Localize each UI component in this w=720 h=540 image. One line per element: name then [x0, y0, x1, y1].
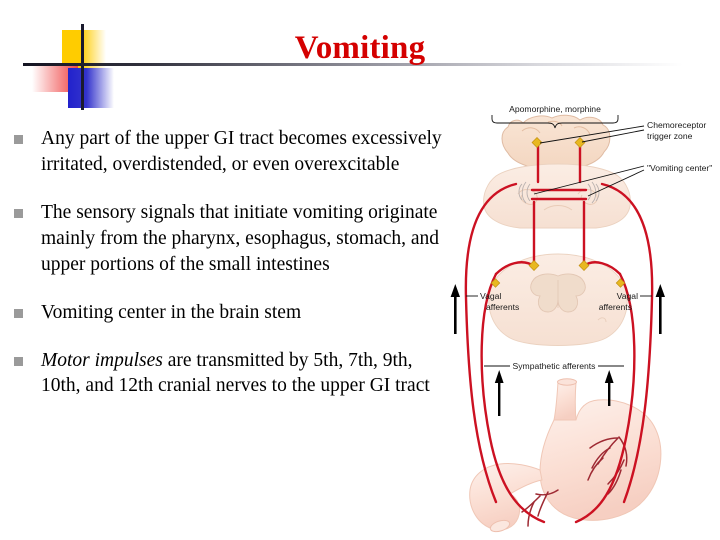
- label-vagal-afferents-left-line1: Vagal: [480, 291, 501, 301]
- bullet-body: Any part of the upper GI tract becomes e…: [41, 128, 442, 175]
- square-bullet-icon: [14, 135, 23, 144]
- bullet-text: Any part of the upper GI tract becomes e…: [41, 126, 446, 178]
- bullet-text: The sensory signals that initiate vomiti…: [41, 200, 446, 278]
- leader-lines: [466, 115, 652, 367]
- decoration-vertical-bar: [81, 24, 84, 110]
- label-apomorphine-morphine: Apomorphine, morphine: [509, 104, 601, 114]
- page-title: Vomiting: [294, 30, 426, 66]
- square-bullet-icon: [14, 356, 23, 366]
- list-item: Motor impulses are transmitted by 5th, 7…: [14, 348, 446, 400]
- nerve-pathways: [464, 142, 654, 524]
- brainstem-illustration: [483, 163, 631, 229]
- label-sympathetic-afferents: Sympathetic afferents: [513, 361, 596, 371]
- vomiting-reflex-pathway-diagram: Apomorphine, morphine Chemoreceptor trig…: [448, 98, 716, 536]
- square-bullet-icon: [14, 208, 23, 218]
- bullet-body: are transmitted by 5th, 7th, 9th, 10th, …: [41, 349, 430, 397]
- label-chemoreceptor-trigger-zone-line2: trigger zone: [647, 131, 693, 141]
- capsules-decoration-logo: [30, 24, 140, 110]
- title-underline-rule: [23, 63, 683, 66]
- bullet-emphasis: Motor impulses: [41, 349, 163, 371]
- label-vomiting-center: "Vomiting center": [647, 163, 712, 173]
- list-item: Vomiting center in the brain stem: [14, 300, 446, 326]
- square-bullet-icon: [14, 308, 23, 318]
- label-chemoreceptor-trigger-zone-line1: Chemoreceptor: [647, 120, 706, 130]
- bullet-list: Any part of the upper GI tract becomes e…: [14, 126, 446, 421]
- bullet-body: Vomiting center in the brain stem: [41, 301, 302, 323]
- list-item: Any part of the upper GI tract becomes e…: [14, 126, 446, 178]
- bullet-text: Vomiting center in the brain stem: [41, 300, 446, 326]
- synapse-nodes: [490, 137, 626, 288]
- label-vagal-afferents-right-line1: Vagal: [617, 291, 638, 301]
- bullet-text: Motor impulses are transmitted by 5th, 7…: [41, 348, 446, 400]
- decoration-blue-square: [68, 68, 114, 108]
- label-vagal-afferents-left-line2: afferents: [486, 302, 519, 312]
- bullet-body: The sensory signals that initiate vomiti…: [41, 201, 440, 275]
- slide-header: Vomiting: [0, 0, 720, 110]
- direction-arrows: [450, 284, 665, 416]
- spinal-cord-cross-section: [488, 253, 628, 346]
- label-vagal-afferents-right-line2: afferents: [599, 302, 632, 312]
- list-item: The sensory signals that initiate vomiti…: [14, 200, 446, 278]
